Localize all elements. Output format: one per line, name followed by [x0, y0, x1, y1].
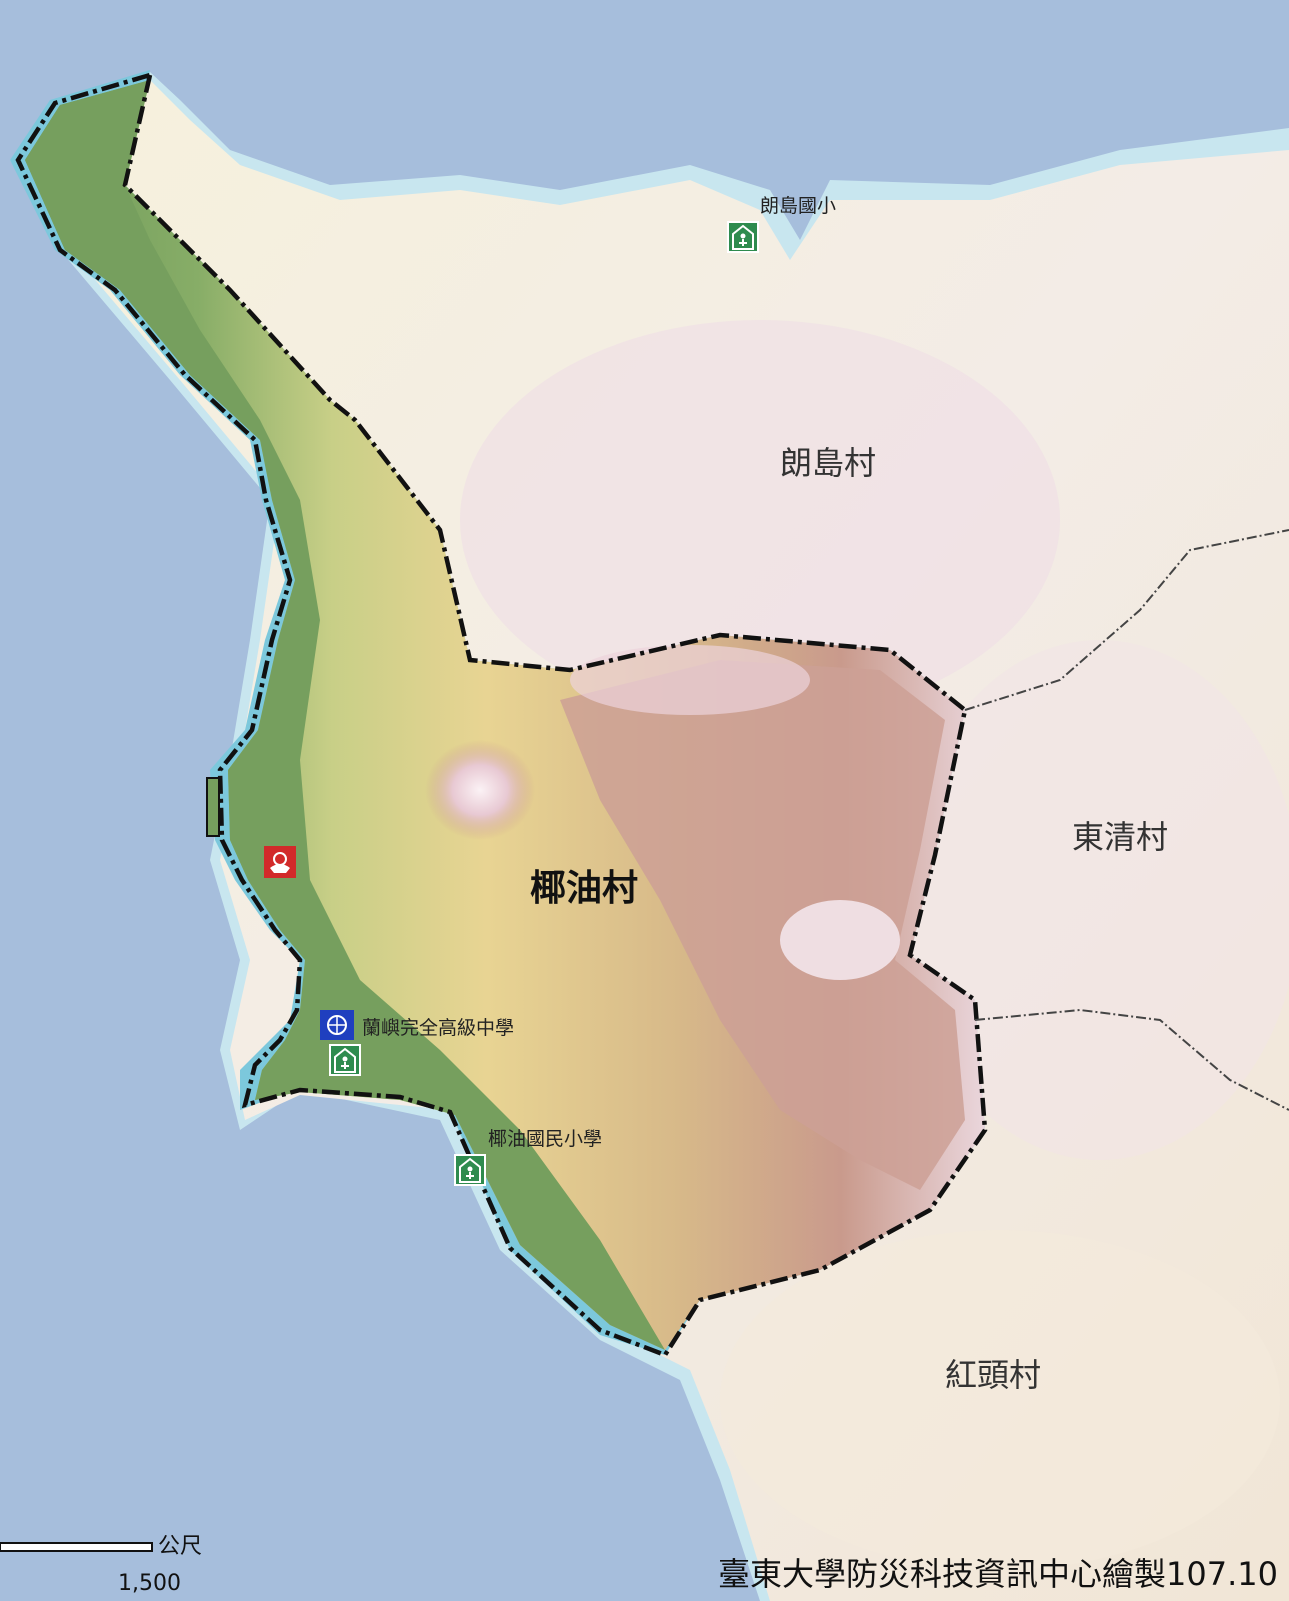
- yeyou-village-label: 椰油村: [530, 868, 638, 909]
- southern-land-shade: [720, 1230, 1280, 1570]
- hongtou-village-label: 紅頭村: [945, 1356, 1041, 1394]
- police-station-icon[interactable]: [320, 1010, 354, 1040]
- yeyou-highland: [560, 660, 965, 1190]
- yeyou-peak: [425, 740, 535, 840]
- map-credit: 臺東大學防災科技資訊中心繪製107.10: [718, 1555, 1278, 1593]
- dongqing-village-label: 東清村: [1072, 818, 1168, 856]
- fire-station-icon[interactable]: [264, 846, 296, 878]
- yeyou-saddle: [780, 900, 900, 980]
- langdao-school-label: 朗島國小: [760, 195, 836, 217]
- yeyou-lowland: [25, 80, 665, 1350]
- harbor-jetty: [206, 777, 220, 837]
- eastern-highland-shade: [900, 640, 1289, 1160]
- scale-bar-unit: 公尺: [158, 1534, 202, 1559]
- yeyou-upper-ridge: [570, 645, 810, 715]
- scale-bar: 公尺 1,500: [0, 1534, 202, 1596]
- yeyou-boundary: [15, 71, 988, 1358]
- shelter-icon-yeyou-elementary[interactable]: [454, 1154, 486, 1186]
- lanyu-high-school-label: 蘭嶼完全高級中學: [362, 1017, 514, 1039]
- northern-highland-shade: [460, 320, 1060, 720]
- yeyou-elementary-label: 椰油國民小學: [488, 1128, 602, 1150]
- langdao-village-label: 朗島村: [780, 444, 876, 482]
- langdao-dongqing-boundary: [964, 529, 1289, 711]
- shelter-icon-langdao[interactable]: [727, 221, 759, 253]
- scale-bar-value: 1,500: [118, 1571, 181, 1596]
- shelter-icon-lanyu-high[interactable]: [329, 1044, 361, 1076]
- dongqing-hongtou-boundary: [974, 1008, 1289, 1111]
